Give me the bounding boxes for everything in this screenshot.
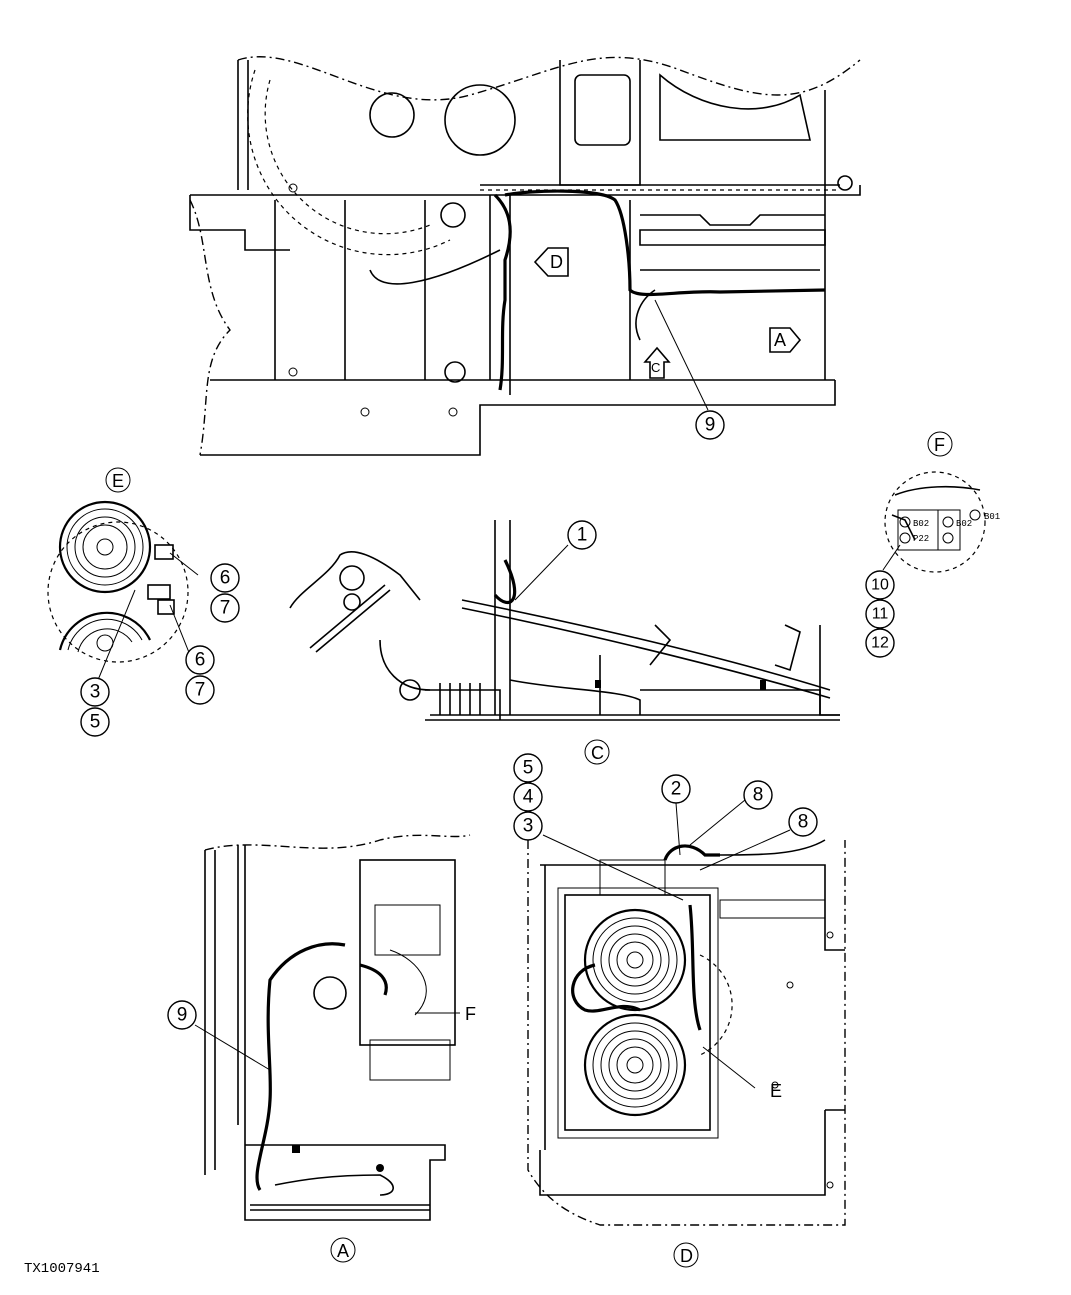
callout-8-d-upper: 8 bbox=[743, 780, 773, 810]
callout-7-e-lower: 7 bbox=[185, 675, 215, 705]
callout-9-a: 9 bbox=[167, 1000, 197, 1030]
svg-text:B02: B02 bbox=[956, 519, 972, 529]
svg-text:3: 3 bbox=[523, 816, 534, 837]
top-overview-view: D C A 9 bbox=[189, 56, 861, 456]
svg-text:A: A bbox=[774, 330, 786, 350]
callout-5-d: 5 bbox=[513, 753, 543, 783]
callout-6-e-upper: 6 bbox=[210, 563, 240, 593]
view-label-f: F bbox=[927, 431, 953, 457]
callout-10-f: 10 bbox=[865, 570, 895, 600]
view-label-a: A bbox=[330, 1237, 356, 1263]
svg-text:P22: P22 bbox=[913, 534, 929, 544]
callout-1-c: 1 bbox=[567, 520, 597, 550]
callout-5-e: 5 bbox=[80, 707, 110, 737]
svg-text:F: F bbox=[934, 435, 945, 455]
view-label-c: C bbox=[584, 739, 610, 765]
svg-text:D: D bbox=[680, 1246, 693, 1266]
callout-9-top: 9 bbox=[695, 410, 725, 440]
svg-text:B02: B02 bbox=[913, 519, 929, 529]
callout-6-e-lower: 6 bbox=[185, 645, 215, 675]
svg-text:5: 5 bbox=[90, 712, 101, 733]
svg-text:8: 8 bbox=[798, 812, 809, 833]
figure-id: TX1007941 bbox=[24, 1261, 100, 1277]
side-view-c: 1 C bbox=[289, 520, 840, 765]
svg-text:C: C bbox=[651, 360, 660, 375]
callout-2-d: 2 bbox=[661, 774, 691, 804]
svg-text:F: F bbox=[465, 1004, 476, 1024]
svg-text:3: 3 bbox=[90, 682, 101, 703]
svg-text:5: 5 bbox=[523, 758, 534, 779]
view-label-e: E bbox=[105, 467, 131, 493]
svg-text:D: D bbox=[550, 252, 563, 272]
fan-lower bbox=[583, 1013, 687, 1117]
svg-text:7: 7 bbox=[220, 598, 231, 619]
view-label-d: D bbox=[673, 1242, 699, 1268]
svg-text:11: 11 bbox=[872, 606, 889, 623]
pointer-label-f: F bbox=[465, 1004, 476, 1024]
callout-12-f: 12 bbox=[865, 628, 895, 658]
svg-text:E: E bbox=[112, 471, 124, 491]
callout-7-e-upper: 7 bbox=[210, 593, 240, 623]
svg-text:E: E bbox=[770, 1081, 782, 1101]
arrow-marker-d: D bbox=[533, 247, 569, 277]
svg-text:6: 6 bbox=[195, 650, 206, 671]
callout-4-d: 4 bbox=[513, 782, 543, 812]
svg-text:12: 12 bbox=[871, 635, 889, 652]
detail-e-view: E 6 7 6 7 3 5 bbox=[47, 467, 240, 737]
svg-text:9: 9 bbox=[177, 1005, 188, 1026]
fan-upper bbox=[583, 908, 687, 1012]
svg-text:A: A bbox=[337, 1241, 349, 1261]
detail-f-view: B02 P22 B02 B01 F 10 11 12 bbox=[865, 431, 1000, 658]
callout-11-f: 11 bbox=[865, 599, 895, 629]
svg-text:4: 4 bbox=[523, 787, 534, 808]
callout-8-d-lower: 8 bbox=[788, 807, 818, 837]
arrow-marker-c: C bbox=[643, 346, 671, 379]
view-d: E 5 4 3 2 8 8 D bbox=[513, 753, 846, 1268]
callout-3-e: 3 bbox=[80, 677, 110, 707]
svg-text:1: 1 bbox=[577, 525, 588, 546]
svg-text:9: 9 bbox=[705, 415, 716, 436]
svg-text:7: 7 bbox=[195, 680, 206, 701]
svg-text:6: 6 bbox=[220, 568, 231, 589]
svg-text:C: C bbox=[591, 743, 604, 763]
svg-text:8: 8 bbox=[753, 785, 764, 806]
pointer-label-e: E bbox=[770, 1081, 782, 1101]
view-a: F 9 A bbox=[167, 834, 476, 1263]
svg-text:B01: B01 bbox=[984, 512, 1000, 522]
callout-3-d: 3 bbox=[513, 811, 543, 841]
svg-text:2: 2 bbox=[671, 779, 682, 800]
arrow-marker-a: A bbox=[769, 327, 802, 353]
svg-text:10: 10 bbox=[871, 577, 889, 594]
